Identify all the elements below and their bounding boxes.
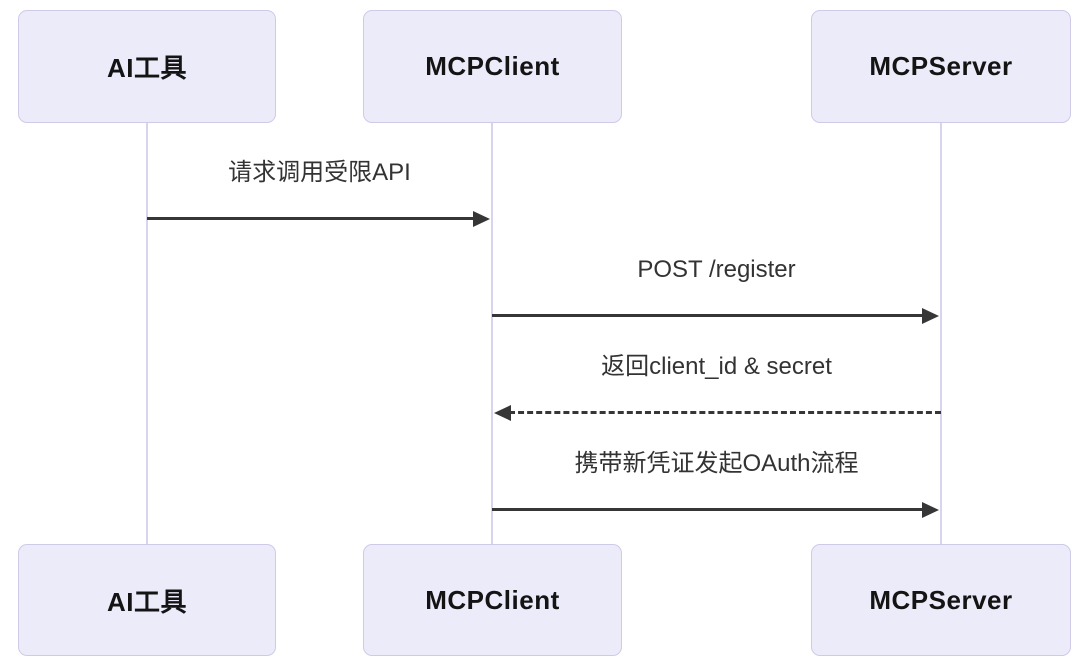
actor-box-top-mcp-server: MCPServer xyxy=(811,10,1071,123)
arrowhead-right-icon xyxy=(922,501,939,518)
actor-box-bottom-mcp-server: MCPServer xyxy=(811,544,1071,656)
actor-label: MCPServer xyxy=(869,584,1013,615)
actor-label: MCPServer xyxy=(869,51,1013,81)
arrowhead-right-icon xyxy=(922,307,939,324)
actor-box-top-mcp-client: MCPClient xyxy=(363,10,622,123)
message-line xyxy=(147,217,475,220)
arrowhead-right-icon xyxy=(473,210,490,227)
message-line xyxy=(492,508,924,511)
actor-box-bottom-mcp-client: MCPClient xyxy=(363,544,622,656)
message-label: 请求调用受限API xyxy=(228,159,411,186)
lifeline-mcp-client xyxy=(491,123,493,544)
actor-label: AI工具 xyxy=(106,586,187,617)
actor-label: AI工具 xyxy=(106,53,187,83)
message-label: 携带新凭证发起OAuth流程 xyxy=(574,450,859,477)
arrowhead-left-icon xyxy=(494,404,511,421)
actor-label: MCPClient xyxy=(425,584,560,615)
message-line xyxy=(509,411,941,414)
message-label: POST /register xyxy=(637,256,796,283)
lifeline-mcp-server xyxy=(940,123,942,544)
message-label: 返回client_id & secret xyxy=(601,353,832,380)
lifeline-ai-tool xyxy=(146,123,148,544)
message-line xyxy=(492,314,924,317)
actor-box-bottom-ai-tool: AI工具 xyxy=(18,544,276,656)
actor-label: MCPClient xyxy=(425,51,560,81)
actor-box-top-ai-tool: AI工具 xyxy=(18,10,276,123)
